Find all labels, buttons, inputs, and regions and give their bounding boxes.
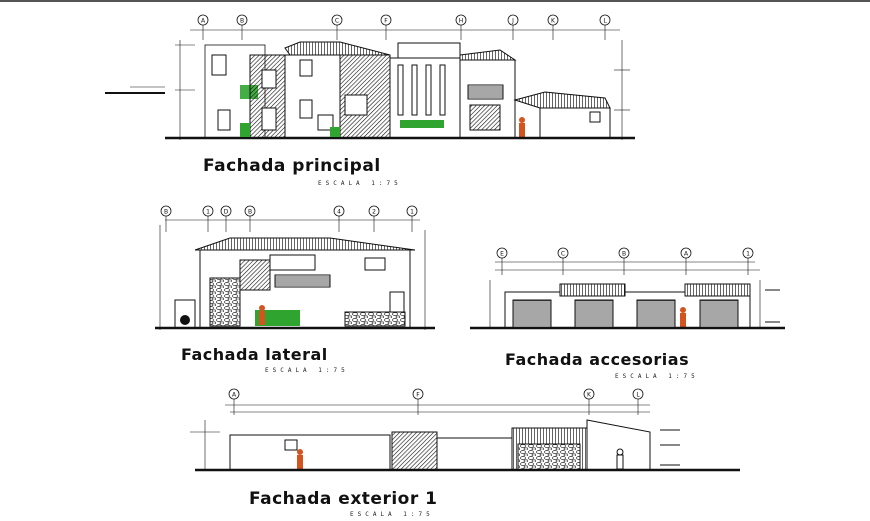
sheet-border-top [0, 0, 870, 2]
axis-label: C [561, 251, 565, 258]
fachada-accesorias-scale: ESCALA 1:75 [615, 373, 699, 380]
axis-bubble [406, 205, 418, 217]
axis-bubble [368, 205, 380, 217]
fachada-lateral-title: Fachada lateral [181, 345, 328, 364]
axis-label: B [622, 251, 626, 258]
axis-bubble [331, 14, 343, 26]
axis-label: J [511, 18, 514, 25]
axis-label: B [240, 18, 244, 25]
axis-bubble [455, 14, 467, 26]
axis-bubble [202, 205, 214, 217]
fachada-exterior-scale: ESCALA 1:75 [350, 511, 434, 518]
axis-label: A [684, 251, 689, 258]
axis-bubble [632, 388, 644, 400]
axis-label: F [416, 392, 420, 399]
axis-label: C [335, 18, 339, 25]
axis-bubble [557, 247, 569, 259]
axis-label: 1 [746, 251, 750, 258]
axis-label: D [224, 209, 229, 216]
axis-bubble [742, 247, 754, 259]
axis-bubble [599, 14, 611, 26]
axis-label: 1 [206, 209, 210, 216]
axis-label: B [248, 209, 252, 216]
axis-label: 4 [337, 209, 341, 216]
axis-label: K [587, 392, 592, 399]
fachada-principal-title: Fachada principal [203, 156, 381, 176]
axis-bubble [547, 14, 559, 26]
axis-bubble [496, 247, 508, 259]
fachada-accesorias-title: Fachada accesorias [505, 350, 690, 369]
axis-bubble [583, 388, 595, 400]
axis-label: H [459, 18, 464, 25]
fachada-exterior-title: Fachada exterior 1 [249, 489, 438, 509]
axis-bubble [236, 14, 248, 26]
axis-bubble [197, 14, 209, 26]
fachada-principal-scale: ESCALA 1:75 [318, 180, 402, 187]
axis-label: 1 [410, 209, 414, 216]
axis-bubble [380, 14, 392, 26]
axis-label: 2 [372, 209, 376, 216]
axis-label: F [384, 18, 388, 25]
axis-bubble [680, 247, 692, 259]
axis-bubble [333, 205, 345, 217]
axis-label: L [636, 392, 640, 399]
axis-bubble [160, 205, 172, 217]
fachada-lateral-scale: ESCALA 1:75 [265, 367, 349, 374]
axis-label: A [232, 392, 237, 399]
axis-bubble [228, 388, 240, 400]
axis-bubble [412, 388, 424, 400]
axis-label: B [164, 209, 168, 216]
axis-label: E [500, 251, 504, 258]
axis-bubble [507, 14, 519, 26]
axis-bubble [244, 205, 256, 217]
axis-label: K [551, 18, 556, 25]
axis-bubble [618, 247, 630, 259]
axis-bubble [220, 205, 232, 217]
fachada-accesorias-drawing: E C B A 1 [470, 247, 785, 330]
axis-label: A [201, 18, 206, 25]
fachada-lateral-drawing: B 1 D B 4 2 1 [155, 205, 435, 330]
axis-label: L [603, 18, 607, 25]
